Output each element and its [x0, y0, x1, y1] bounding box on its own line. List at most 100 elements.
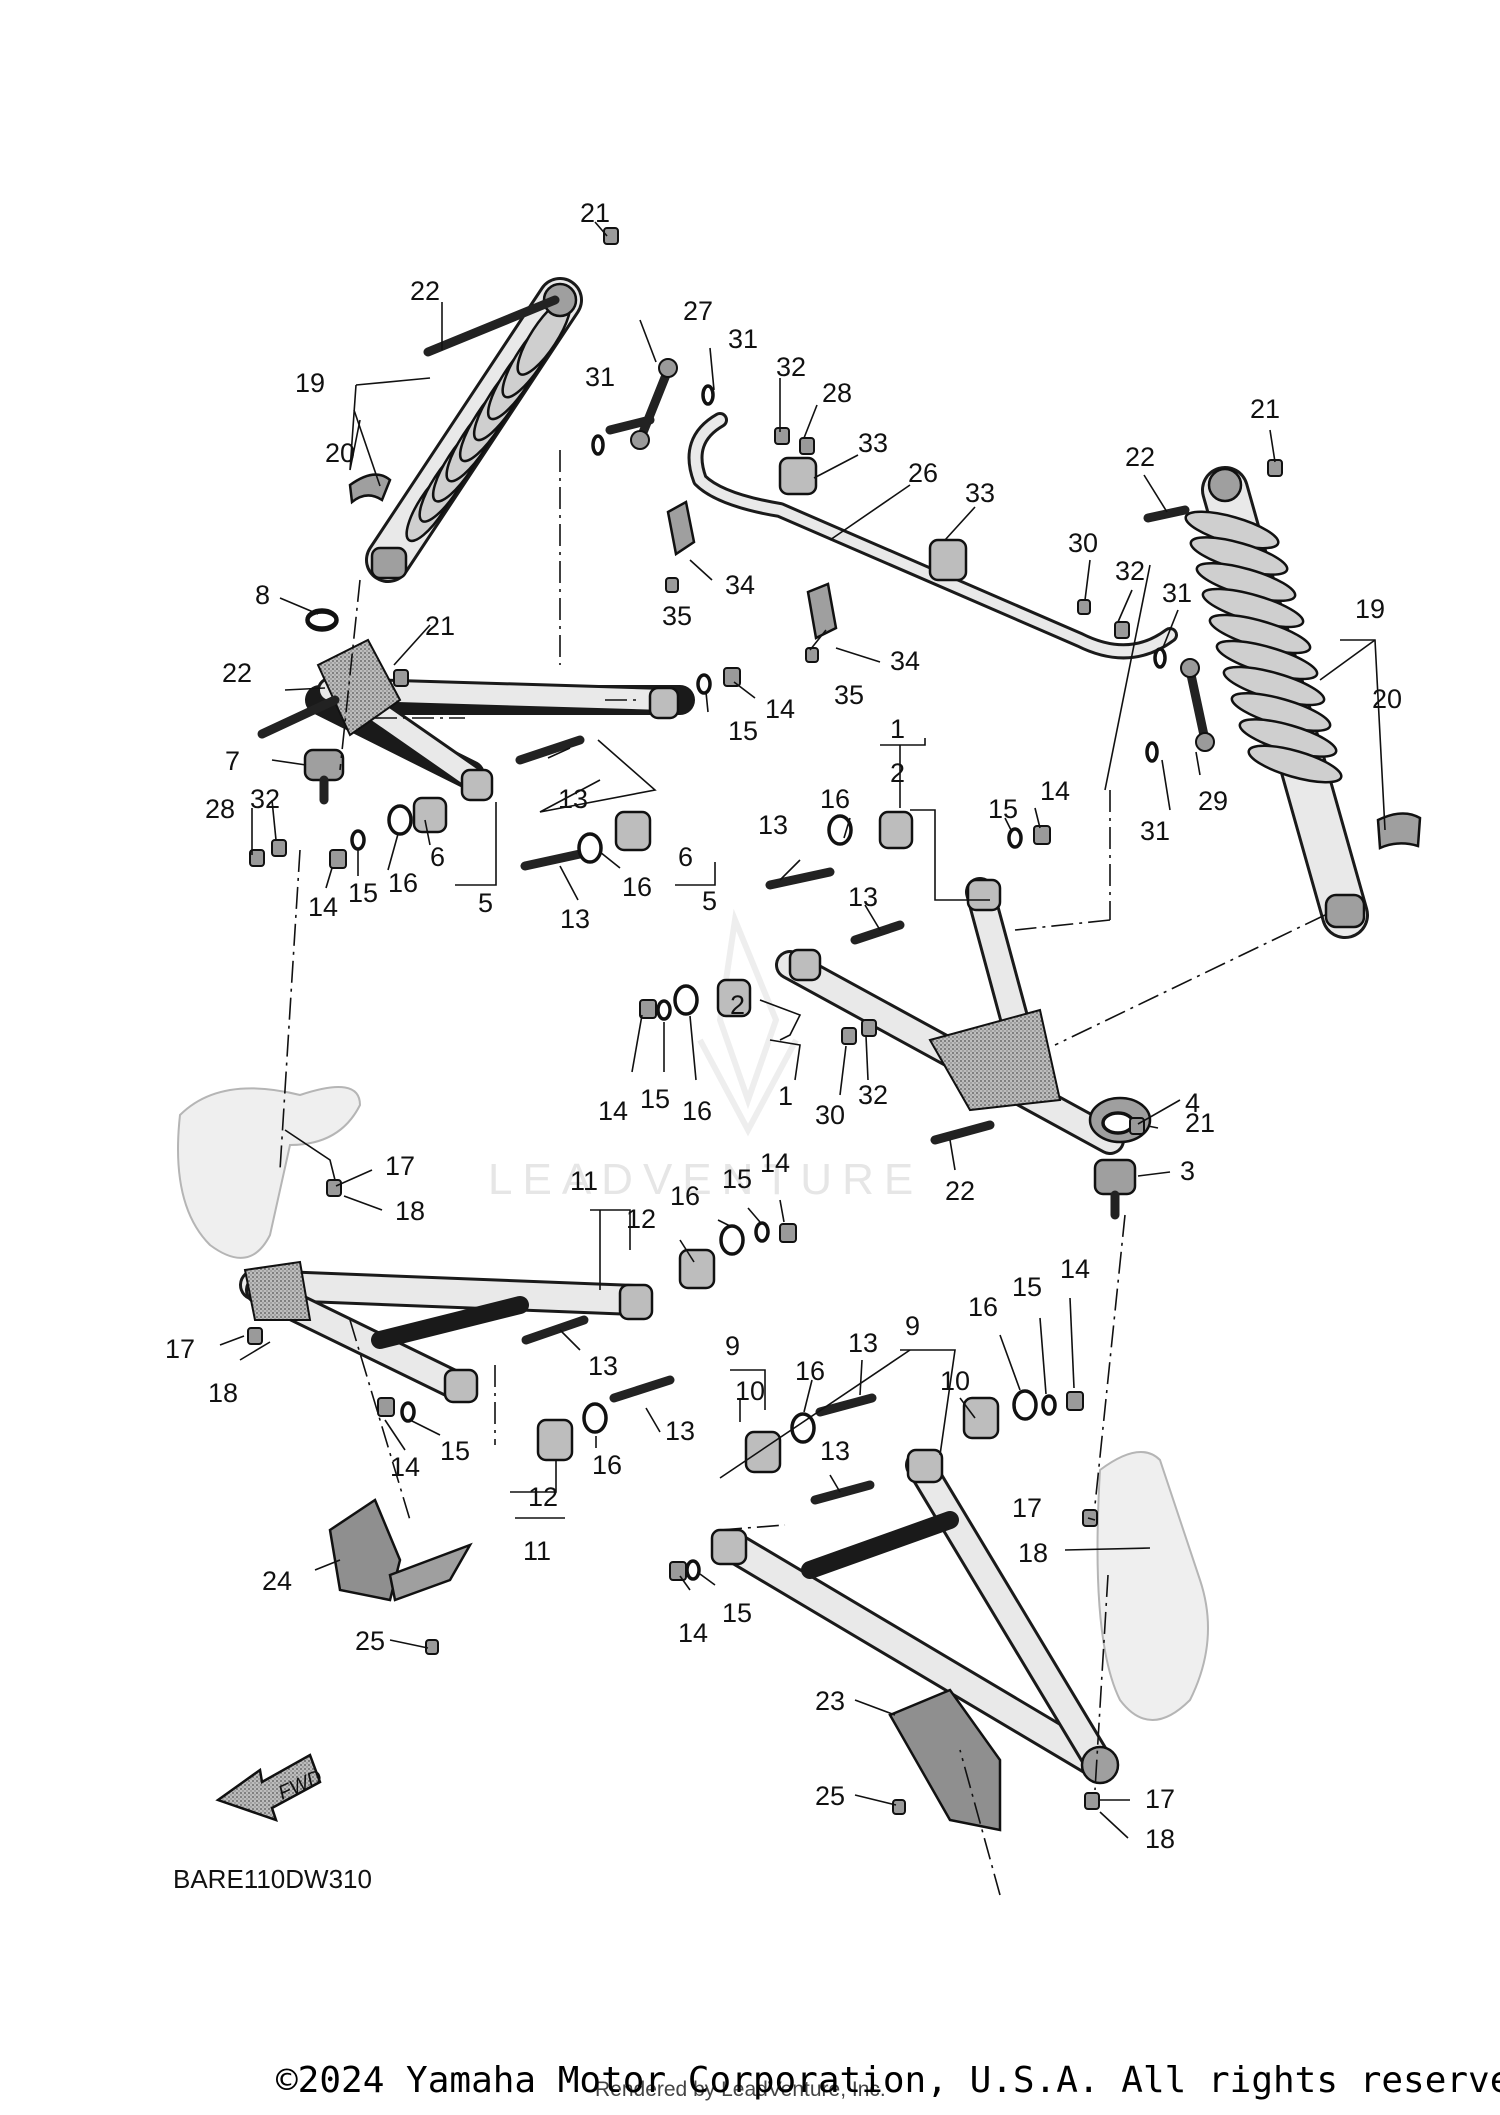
lower-right-arm	[710, 1448, 1120, 1785]
callout-17: 17	[165, 1334, 195, 1364]
stabilizer-bar	[687, 412, 1178, 660]
render-credit: Rendered by LeadVenture, Inc.	[595, 2078, 886, 2101]
callout-14: 14	[1060, 1254, 1090, 1284]
stabilizer-bar-bushing-left	[778, 456, 818, 496]
callout-32: 32	[250, 784, 280, 814]
callout-11: 11	[523, 1536, 551, 1566]
callout-14: 14	[390, 1452, 420, 1482]
callout-17: 17	[385, 1151, 415, 1181]
callout-15: 15	[348, 878, 378, 908]
callout-16: 16	[388, 868, 418, 898]
callout-16: 16	[682, 1096, 712, 1126]
callout-10: 10	[735, 1376, 765, 1406]
callout-2: 2	[890, 758, 905, 788]
left-shock-spring-seat	[348, 473, 392, 505]
right-shock-spring-seat	[1376, 812, 1422, 850]
callout-13: 13	[558, 784, 588, 814]
callout-26: 26	[908, 458, 938, 488]
callout-18: 18	[208, 1378, 238, 1408]
ball-joint-upper-left	[303, 748, 345, 805]
callout-14: 14	[308, 892, 338, 922]
callout-13: 13	[588, 1351, 618, 1381]
callout-16: 16	[670, 1181, 700, 1211]
callout-22: 22	[945, 1176, 975, 1206]
callout-16: 16	[968, 1292, 998, 1322]
callout-20: 20	[1372, 684, 1402, 714]
callout-13: 13	[848, 882, 878, 912]
watermark-text: LEADVENTURE	[488, 1155, 923, 1204]
forward-direction-arrow: FWD	[215, 1753, 326, 1823]
callout-10: 10	[940, 1366, 970, 1396]
callout-13: 13	[758, 810, 788, 840]
callout-15: 15	[640, 1084, 670, 1114]
callout-6: 6	[678, 842, 693, 872]
callout-labels: 21 22 27 31 32 28 19 31 33 20 26 33 21 2…	[165, 198, 1402, 1854]
callout-14: 14	[765, 694, 795, 724]
lower-arm-guard-left	[328, 1498, 473, 1602]
callout-15: 15	[440, 1436, 470, 1466]
left-shock-absorber	[365, 277, 583, 583]
callout-13: 13	[665, 1416, 695, 1446]
callout-leaders	[219, 221, 1386, 1839]
callout-22: 22	[410, 276, 440, 306]
right-steering-knuckle	[1096, 1451, 1209, 1721]
bushing-holder-right	[806, 582, 838, 640]
callout-28: 28	[205, 794, 235, 824]
lower-right-bushings	[744, 1396, 1000, 1474]
callout-22: 22	[222, 658, 252, 688]
callout-21: 21	[425, 611, 455, 641]
callout-30: 30	[815, 1100, 845, 1130]
callout-11: 11	[570, 1166, 598, 1196]
callout-31: 31	[1162, 578, 1192, 608]
callout-30: 30	[1068, 528, 1098, 558]
callout-5: 5	[478, 888, 493, 918]
callout-31: 31	[728, 324, 758, 354]
upper-left-arm	[305, 638, 695, 802]
stabilizer-bar-bushing-right	[928, 538, 968, 582]
callout-19: 19	[295, 368, 325, 398]
callout-18: 18	[1145, 1824, 1175, 1854]
callout-25: 25	[815, 1781, 845, 1811]
callout-32: 32	[776, 352, 806, 382]
callout-32: 32	[858, 1080, 888, 1110]
stabilizer-link-right	[1180, 658, 1215, 752]
hardware	[247, 227, 1283, 1815]
callout-12: 12	[626, 1204, 656, 1234]
stabilizer-link-left	[630, 358, 678, 450]
callout-16: 16	[795, 1356, 825, 1386]
callout-15: 15	[988, 794, 1018, 824]
ball-joint-upper-right	[1093, 1158, 1137, 1220]
callout-21: 21	[1250, 394, 1280, 424]
callout-15: 15	[1012, 1272, 1042, 1302]
callout-7: 7	[225, 746, 240, 776]
upper-right-bushings	[716, 810, 914, 1018]
upper-left-bushings	[412, 796, 652, 852]
callout-13: 13	[820, 1436, 850, 1466]
callout-1: 1	[890, 714, 905, 744]
callout-19: 19	[1355, 594, 1385, 624]
callout-13: 13	[560, 904, 590, 934]
callout-4: 4	[1185, 1088, 1200, 1118]
callout-14: 14	[598, 1096, 628, 1126]
callout-9: 9	[725, 1331, 740, 1361]
lower-left-arm	[239, 1260, 654, 1404]
callout-13: 13	[848, 1328, 878, 1358]
callout-5: 5	[702, 886, 717, 916]
callout-33: 33	[965, 478, 995, 508]
callout-29: 29	[1198, 786, 1228, 816]
callout-15: 15	[722, 1598, 752, 1628]
bushing-holder-left	[666, 500, 696, 557]
figure-code: BARE110DW310	[173, 1864, 372, 1894]
callout-35: 35	[662, 601, 692, 631]
callout-21: 21	[1185, 1108, 1215, 1138]
callout-12: 12	[528, 1482, 558, 1512]
callout-15: 15	[722, 1164, 752, 1194]
callout-25: 25	[355, 1626, 385, 1656]
callout-23: 23	[815, 1686, 845, 1716]
callout-9: 9	[905, 1311, 920, 1341]
callout-16: 16	[622, 872, 652, 902]
callout-17: 17	[1145, 1784, 1175, 1814]
callout-14: 14	[760, 1148, 790, 1178]
callout-27: 27	[683, 296, 713, 326]
